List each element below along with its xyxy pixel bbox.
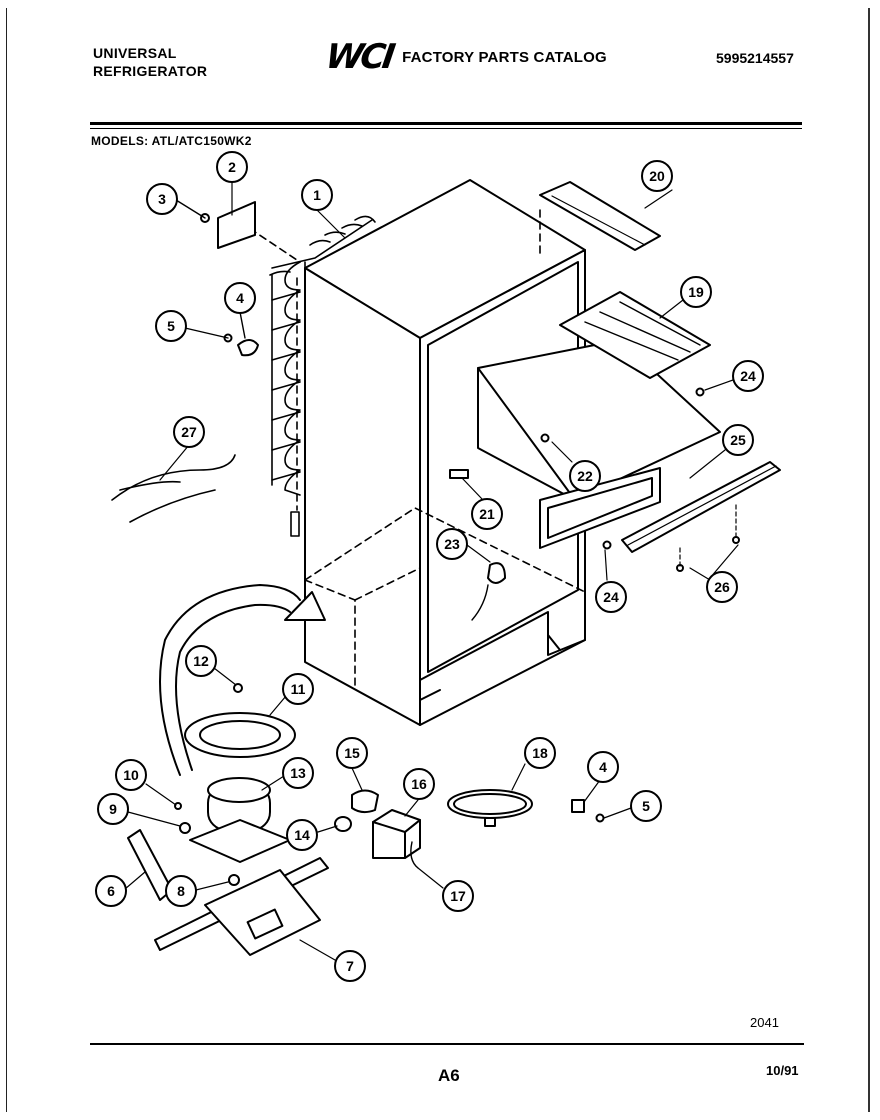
callout-2-circle bbox=[216, 151, 248, 183]
callout-26-circle bbox=[706, 571, 738, 603]
callout-8-circle bbox=[165, 875, 197, 907]
callout-13-label: 13 bbox=[290, 765, 306, 781]
callout-7-label: 7 bbox=[346, 958, 354, 974]
figure-number: 2041 bbox=[750, 1015, 779, 1030]
header-rule-thick bbox=[90, 122, 802, 125]
header-rule-thin bbox=[90, 128, 802, 129]
callout-4b-label: 4 bbox=[599, 759, 607, 775]
callout-12-circle bbox=[185, 645, 217, 677]
part-14-grommet bbox=[334, 816, 352, 832]
callout-24-label: 24 bbox=[740, 368, 756, 384]
callout-9-circle bbox=[97, 793, 129, 825]
callout-21-circle bbox=[471, 498, 503, 530]
models-label: MODELS: ATL/ATC150WK2 bbox=[91, 134, 252, 148]
part-4-clip-b bbox=[571, 799, 585, 813]
revision-date: 10/91 bbox=[766, 1063, 799, 1078]
page-number: A6 bbox=[438, 1066, 460, 1085]
callout-5b-label: 5 bbox=[642, 798, 650, 814]
footer-rule bbox=[90, 1043, 804, 1045]
callout-26-label: 26 bbox=[714, 579, 730, 595]
part-12-nut bbox=[233, 683, 243, 693]
callout-9-label: 9 bbox=[109, 801, 117, 817]
part-21-clip bbox=[449, 469, 469, 479]
callout-20-circle bbox=[641, 160, 673, 192]
condenser-coil-drawing bbox=[269, 215, 376, 537]
callout-18-label: 18 bbox=[532, 745, 548, 761]
callout-5-circle bbox=[155, 310, 187, 342]
callout-19-label: 19 bbox=[688, 284, 704, 300]
part-18-cord bbox=[447, 789, 533, 827]
callout-20-label: 20 bbox=[649, 168, 665, 184]
callout-27-circle bbox=[173, 416, 205, 448]
part-3-screw bbox=[200, 213, 210, 223]
callout-8-label: 8 bbox=[177, 883, 185, 899]
callout-11-circle bbox=[282, 673, 314, 705]
part-4-clip bbox=[237, 339, 259, 357]
callout-13-circle bbox=[282, 757, 314, 789]
evaporator-drawing bbox=[477, 291, 721, 549]
callout-15-label: 15 bbox=[344, 745, 360, 761]
callout-24-circle bbox=[732, 360, 764, 392]
callout-27-label: 27 bbox=[181, 424, 197, 440]
callouts: 1 2 3 4 5 27 12 11 10 9 6 8 13 15 14 16 … bbox=[95, 151, 764, 982]
callout-7-circle bbox=[334, 950, 366, 982]
callout-18-circle bbox=[524, 737, 556, 769]
cabinet-drawing bbox=[304, 179, 586, 726]
callout-4-label: 4 bbox=[236, 290, 244, 306]
catalog-title: FACTORY PARTS CATALOG bbox=[402, 48, 607, 66]
callout-19-circle bbox=[680, 276, 712, 308]
catalog-number: 5995214557 bbox=[716, 50, 794, 66]
callout-23-circle bbox=[436, 528, 468, 560]
callout-24b-circle bbox=[595, 581, 627, 613]
callout-17-label: 17 bbox=[450, 888, 466, 904]
callout-22-label: 22 bbox=[577, 468, 593, 484]
brand-name: UNIVERSAL REFRIGERATOR bbox=[93, 44, 207, 80]
callout-15-circle bbox=[336, 737, 368, 769]
callout-11-label: 11 bbox=[291, 681, 306, 697]
part-2-bracket bbox=[217, 201, 256, 249]
callout-16-label: 16 bbox=[411, 776, 427, 792]
callout-16-circle bbox=[403, 768, 435, 800]
page-border bbox=[6, 8, 870, 1112]
callout-14-circle bbox=[286, 819, 318, 851]
callout-1-label: 1 bbox=[313, 187, 321, 203]
callout-10-label: 10 bbox=[123, 767, 139, 783]
callout-22-circle bbox=[569, 460, 601, 492]
brand-line-1: UNIVERSAL bbox=[93, 45, 177, 61]
callout-4-circle bbox=[224, 282, 256, 314]
part-7-base bbox=[154, 857, 329, 956]
callout-21-label: 21 bbox=[479, 506, 495, 522]
callout-2-label: 2 bbox=[228, 159, 236, 175]
part-23-thermostat bbox=[487, 562, 506, 584]
callout-24b-label: 24 bbox=[603, 589, 619, 605]
callout-4b-circle bbox=[587, 751, 619, 783]
part-16-relay bbox=[372, 809, 421, 859]
part-11-pan bbox=[184, 712, 296, 758]
callout-5b-circle bbox=[630, 790, 662, 822]
callout-17-circle bbox=[442, 880, 474, 912]
callout-25-circle bbox=[722, 424, 754, 456]
callout-6-circle bbox=[95, 875, 127, 907]
catalog-heading: WCI FACTORY PARTS CATALOG bbox=[323, 37, 607, 77]
callout-12-label: 12 bbox=[193, 653, 209, 669]
callout-23-label: 23 bbox=[444, 536, 460, 552]
part-27-harness bbox=[111, 454, 236, 523]
part-15-overload bbox=[351, 789, 379, 814]
callout-5-label: 5 bbox=[167, 318, 175, 334]
part-20-trim bbox=[539, 181, 661, 251]
callout-3-label: 3 bbox=[158, 191, 166, 207]
part-13-compressor bbox=[189, 777, 291, 863]
callout-10-circle bbox=[115, 759, 147, 791]
callout-6-label: 6 bbox=[107, 883, 115, 899]
callout-3-circle bbox=[146, 183, 178, 215]
callout-25-label: 25 bbox=[730, 432, 746, 448]
callout-14-label: 14 bbox=[294, 827, 310, 843]
brand-line-2: REFRIGERATOR bbox=[93, 63, 208, 79]
callout-1-circle bbox=[301, 179, 333, 211]
